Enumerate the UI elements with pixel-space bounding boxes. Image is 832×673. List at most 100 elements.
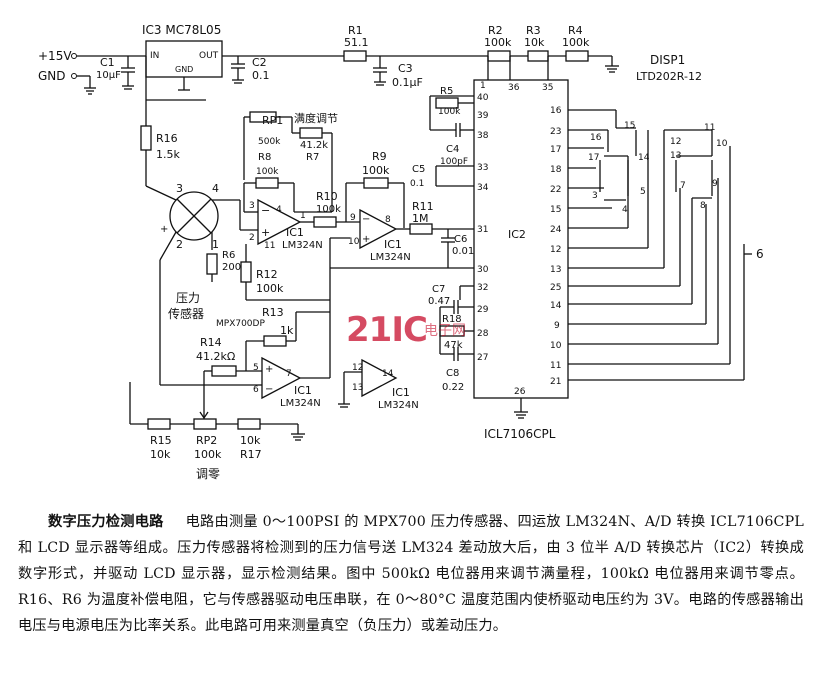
disp-seg-16: 16 bbox=[590, 133, 602, 143]
c8-label: C8 bbox=[446, 368, 459, 379]
r8-value: 100k bbox=[256, 167, 279, 177]
circuit-schematic: +15V GND C1 10µF IC3 MC78L05 IN OUT GND … bbox=[38, 23, 764, 481]
r12-value: 100k bbox=[256, 282, 284, 295]
r1-c3: R1 51.1 C3 0.1µF bbox=[343, 24, 488, 89]
r11-value: 1M bbox=[412, 212, 429, 225]
mpx-label: MPX700DP bbox=[216, 319, 265, 329]
r15-value: 10k bbox=[150, 448, 171, 461]
ic2-pin-29: 29 bbox=[477, 305, 489, 315]
svg-text:+: + bbox=[265, 364, 273, 375]
rp2-label: RP2 bbox=[196, 434, 217, 447]
r6-label: R6 bbox=[222, 250, 235, 261]
ic2-pin-13: 13 bbox=[550, 265, 561, 275]
amp2-pin-9: 9 bbox=[350, 213, 356, 223]
amp4-model: LM324N bbox=[378, 400, 419, 411]
r7-label: R7 bbox=[306, 152, 319, 163]
full-scale-label: 满度调节 bbox=[294, 111, 338, 125]
amp3-pin-6: 6 bbox=[253, 385, 259, 395]
ic2-pin-17: 17 bbox=[550, 145, 561, 155]
ic2-pin-numbers: 1 36 35 40 39 38 33 34 31 30 32 29 28 27… bbox=[477, 81, 553, 397]
r18-value: 47k bbox=[444, 340, 463, 351]
lcd-digit-left: 16 15 17 14 3 5 4 bbox=[588, 121, 650, 215]
zero-adjust-label: 调零 bbox=[196, 467, 220, 481]
ic2-pin-21: 21 bbox=[550, 377, 561, 387]
svg-text:−: − bbox=[261, 204, 270, 217]
amp1-model: LM324N bbox=[282, 240, 323, 251]
ic2-adc: IC2 ICL7106CPL bbox=[473, 79, 569, 441]
ic2-pin-10: 10 bbox=[550, 341, 562, 351]
r18-label: R18 bbox=[442, 314, 462, 325]
ic2-pin-22: 22 bbox=[550, 185, 561, 195]
c1-value: 10µF bbox=[96, 70, 121, 81]
opamp-3: + − 5 6 7 IC1 LM324N bbox=[253, 356, 321, 409]
c4-value: 100pF bbox=[440, 157, 468, 167]
svg-text:+: + bbox=[261, 226, 270, 239]
r10-label: R10 bbox=[316, 190, 338, 203]
disp-seg-11: 11 bbox=[704, 123, 715, 133]
amp1-pin-11: 11 bbox=[264, 241, 275, 251]
svg-text:−: − bbox=[265, 384, 273, 395]
amp3-pin-5: 5 bbox=[253, 363, 259, 373]
amp4-pin-14: 14 bbox=[382, 369, 394, 379]
ic2-pin-25: 25 bbox=[550, 283, 561, 293]
c3-value: 0.1µF bbox=[392, 76, 423, 89]
ic2-right-pins: 16 23 17 18 22 15 24 12 13 25 14 9 10 11… bbox=[550, 106, 764, 387]
ic3-in-label: IN bbox=[150, 51, 159, 61]
pressure-bridge: 3 4 2 1 + 压力 传感器 MPX700DP bbox=[160, 182, 265, 329]
c7-value: 0.47 bbox=[428, 296, 450, 307]
svg-text:+: + bbox=[362, 234, 370, 245]
ic2-pin-30: 30 bbox=[477, 265, 489, 275]
amp2-pin-8: 8 bbox=[385, 215, 391, 225]
disp1-label: DISP1 bbox=[650, 53, 685, 67]
bridge-pin-3: 3 bbox=[176, 182, 183, 195]
disp-seg-15: 15 bbox=[624, 121, 635, 131]
c5-value: 0.1 bbox=[410, 179, 424, 189]
r5-label: R5 bbox=[440, 86, 453, 97]
sensor-amplifier: R16 1.5k 3 4 2 1 + 压力 传感器 MPX700DP R6 20… bbox=[129, 56, 474, 481]
amp4-pin-13: 13 bbox=[352, 383, 363, 393]
ic2-pin-1: 1 bbox=[480, 81, 486, 91]
c8-value: 0.22 bbox=[442, 382, 464, 393]
disp-seg-3: 3 bbox=[592, 191, 598, 201]
c1-label: C1 bbox=[100, 56, 115, 69]
disp-seg-9: 9 bbox=[712, 179, 718, 189]
r7-value: 41.2k bbox=[300, 140, 328, 151]
c4-label: C4 bbox=[446, 144, 459, 155]
ic3-regulator: IC3 MC78L05 IN OUT GND C2 0.1 bbox=[142, 23, 344, 91]
icl7106-label: ICL7106CPL bbox=[484, 427, 556, 441]
c2-label: C2 bbox=[252, 56, 267, 69]
r8-label: R8 bbox=[258, 152, 271, 163]
ic2-pin-39: 39 bbox=[477, 111, 489, 121]
disp-seg-12: 12 bbox=[670, 137, 681, 147]
ic2-pin-23: 23 bbox=[550, 127, 561, 137]
c6-value: 0.01 bbox=[452, 246, 474, 257]
caption-title: 数字压力检测电路 bbox=[48, 514, 164, 530]
r13-value: 1k bbox=[280, 324, 294, 337]
ic2-pin-36: 36 bbox=[508, 83, 520, 93]
caption-body: 电路由测量 0～100PSI 的 MPX700 压力传感器、四运放 LM324N… bbox=[18, 514, 804, 634]
ic2-pin-40: 40 bbox=[477, 93, 489, 103]
amp3-ic-label: IC1 bbox=[294, 384, 312, 397]
r17-label: R17 bbox=[240, 448, 262, 461]
opamp-4: 12 13 14 IC1 LM324N bbox=[352, 358, 419, 411]
ic3-label: IC3 MC78L05 bbox=[142, 23, 221, 37]
disp-seg-4: 4 bbox=[622, 205, 628, 215]
power-input: +15V GND C1 10µF bbox=[38, 49, 146, 95]
r2-value: 100k bbox=[484, 36, 512, 49]
rp1-label: RP1 bbox=[262, 114, 283, 127]
disp-seg-13: 13 bbox=[670, 151, 681, 161]
disp-seg-17: 17 bbox=[588, 153, 599, 163]
ic2-pin-18: 18 bbox=[550, 165, 562, 175]
ic2-pin-33: 33 bbox=[477, 163, 488, 173]
c7-label: C7 bbox=[432, 284, 445, 295]
amp1-pin-1: 1 bbox=[300, 211, 306, 221]
r9-value: 100k bbox=[362, 164, 390, 177]
rp2-value: 100k bbox=[194, 448, 222, 461]
amp4-pin-12: 12 bbox=[352, 363, 363, 373]
r1-label: R1 bbox=[348, 24, 363, 37]
r5-value: 100k bbox=[438, 107, 461, 117]
disp-seg-14: 14 bbox=[638, 153, 650, 163]
amp3-model: LM324N bbox=[280, 398, 321, 409]
ic2-pin-31: 31 bbox=[477, 225, 488, 235]
disp1-model: LTD202R-12 bbox=[636, 70, 702, 83]
